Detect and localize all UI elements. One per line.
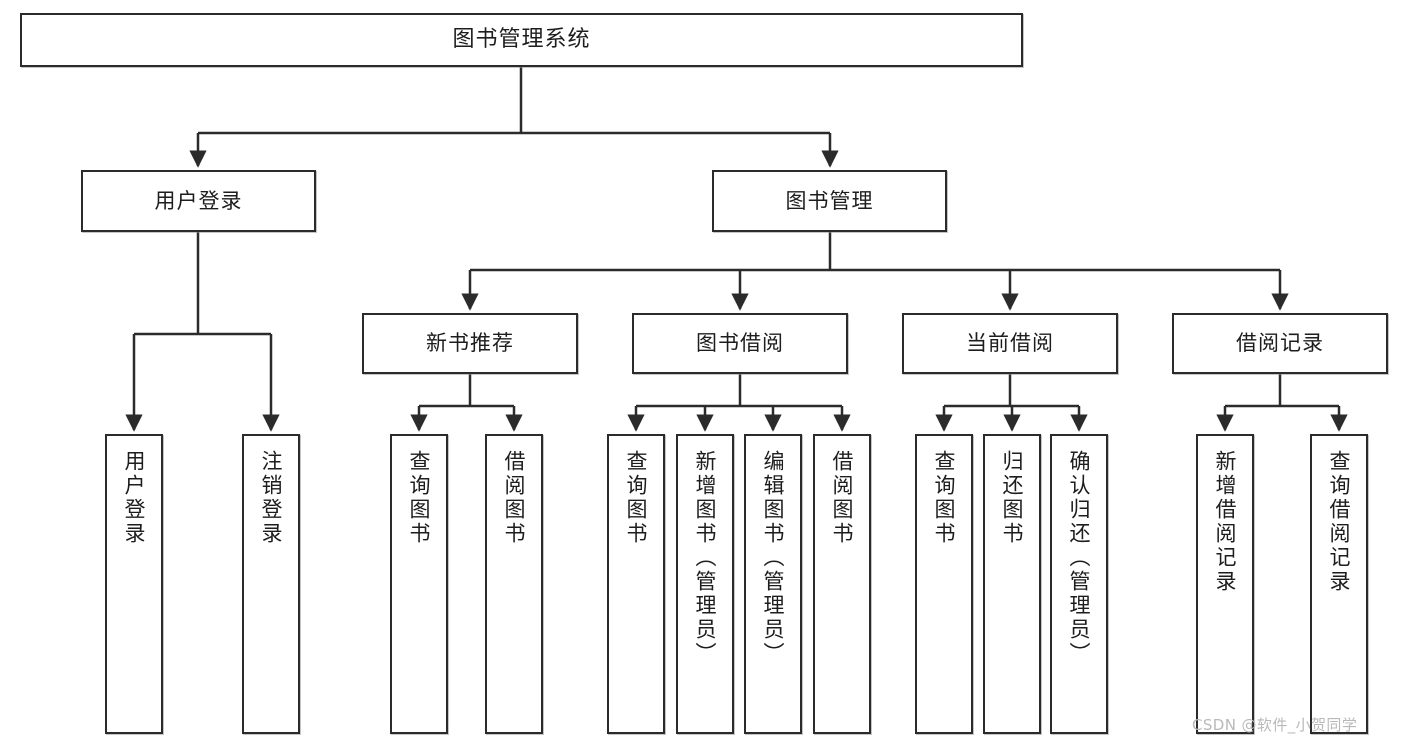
leaf-logout-label: 注销登录	[259, 450, 284, 546]
node-root[interactable]: 图书管理系统	[20, 13, 1023, 67]
leaf-records-add-record[interactable]: 新增借阅记录	[1196, 434, 1254, 734]
leaf-borrow-borrow-book-label: 借阅图书	[830, 450, 855, 546]
leaf-current-confirm-return-label: 确认归还（管理员）	[1067, 450, 1092, 666]
leaf-recommend-borrow-book-label: 借阅图书	[502, 450, 527, 546]
leaf-borrow-query-book[interactable]: 查询图书	[607, 434, 665, 734]
leaf-records-add-record-label: 新增借阅记录	[1213, 450, 1238, 594]
leaf-user-login[interactable]: 用户登录	[105, 434, 163, 734]
leaf-borrow-borrow-book[interactable]: 借阅图书	[813, 434, 871, 734]
leaf-records-query-record-label: 查询借阅记录	[1327, 450, 1352, 594]
leaf-borrow-edit-book-label: 编辑图书（管理员）	[761, 450, 786, 666]
leaf-borrow-edit-book[interactable]: 编辑图书（管理员）	[744, 434, 802, 734]
leaf-current-return-book-label: 归还图书	[1000, 450, 1025, 546]
node-book-management-label: 图书管理	[785, 188, 874, 213]
node-user-login-label: 用户登录	[154, 188, 243, 213]
node-borrow-records[interactable]: 借阅记录	[1172, 313, 1388, 374]
leaf-recommend-query-book[interactable]: 查询图书	[390, 434, 448, 734]
node-current-borrow[interactable]: 当前借阅	[902, 313, 1118, 374]
leaf-user-login-label: 用户登录	[122, 450, 147, 546]
leaf-current-query-book-label: 查询图书	[932, 450, 957, 546]
leaf-recommend-query-book-label: 查询图书	[407, 450, 432, 546]
leaf-current-return-book[interactable]: 归还图书	[983, 434, 1041, 734]
node-current-borrow-label: 当前借阅	[966, 331, 1054, 356]
node-user-login[interactable]: 用户登录	[81, 170, 316, 232]
leaf-current-confirm-return[interactable]: 确认归还（管理员）	[1050, 434, 1108, 734]
leaf-borrow-add-book[interactable]: 新增图书（管理员）	[676, 434, 734, 734]
node-new-book-recommend[interactable]: 新书推荐	[362, 313, 578, 374]
leaf-borrow-query-book-label: 查询图书	[624, 450, 649, 546]
node-root-label: 图书管理系统	[452, 27, 591, 53]
leaf-records-query-record[interactable]: 查询借阅记录	[1310, 434, 1368, 734]
csdn-watermark: CSDN @软件_小贺同学	[1192, 716, 1358, 734]
node-borrow-records-label: 借阅记录	[1236, 331, 1324, 356]
leaf-borrow-add-book-label: 新增图书（管理员）	[693, 450, 718, 666]
leaf-logout[interactable]: 注销登录	[242, 434, 300, 734]
node-book-borrow-label: 图书借阅	[696, 331, 784, 356]
leaf-recommend-borrow-book[interactable]: 借阅图书	[485, 434, 543, 734]
node-book-borrow[interactable]: 图书借阅	[632, 313, 848, 374]
node-book-management[interactable]: 图书管理	[712, 170, 947, 232]
node-new-book-recommend-label: 新书推荐	[426, 331, 514, 356]
leaf-current-query-book[interactable]: 查询图书	[915, 434, 973, 734]
